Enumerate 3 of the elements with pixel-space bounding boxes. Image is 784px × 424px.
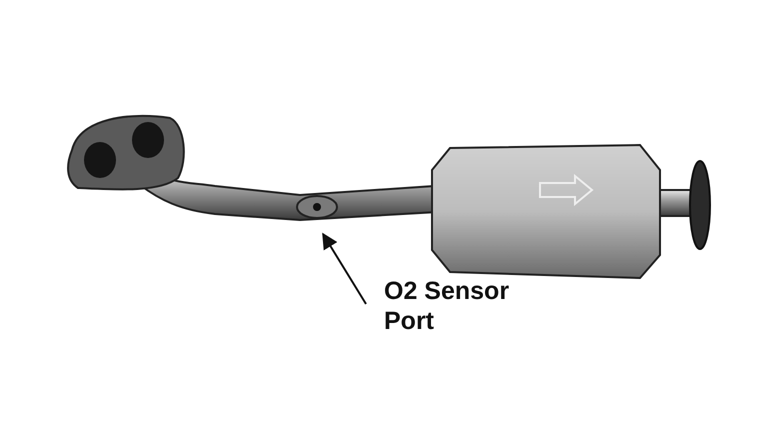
callout-label: O2 Sensor Port xyxy=(384,276,534,336)
leader-line xyxy=(322,232,367,305)
sensor-port xyxy=(296,195,338,219)
